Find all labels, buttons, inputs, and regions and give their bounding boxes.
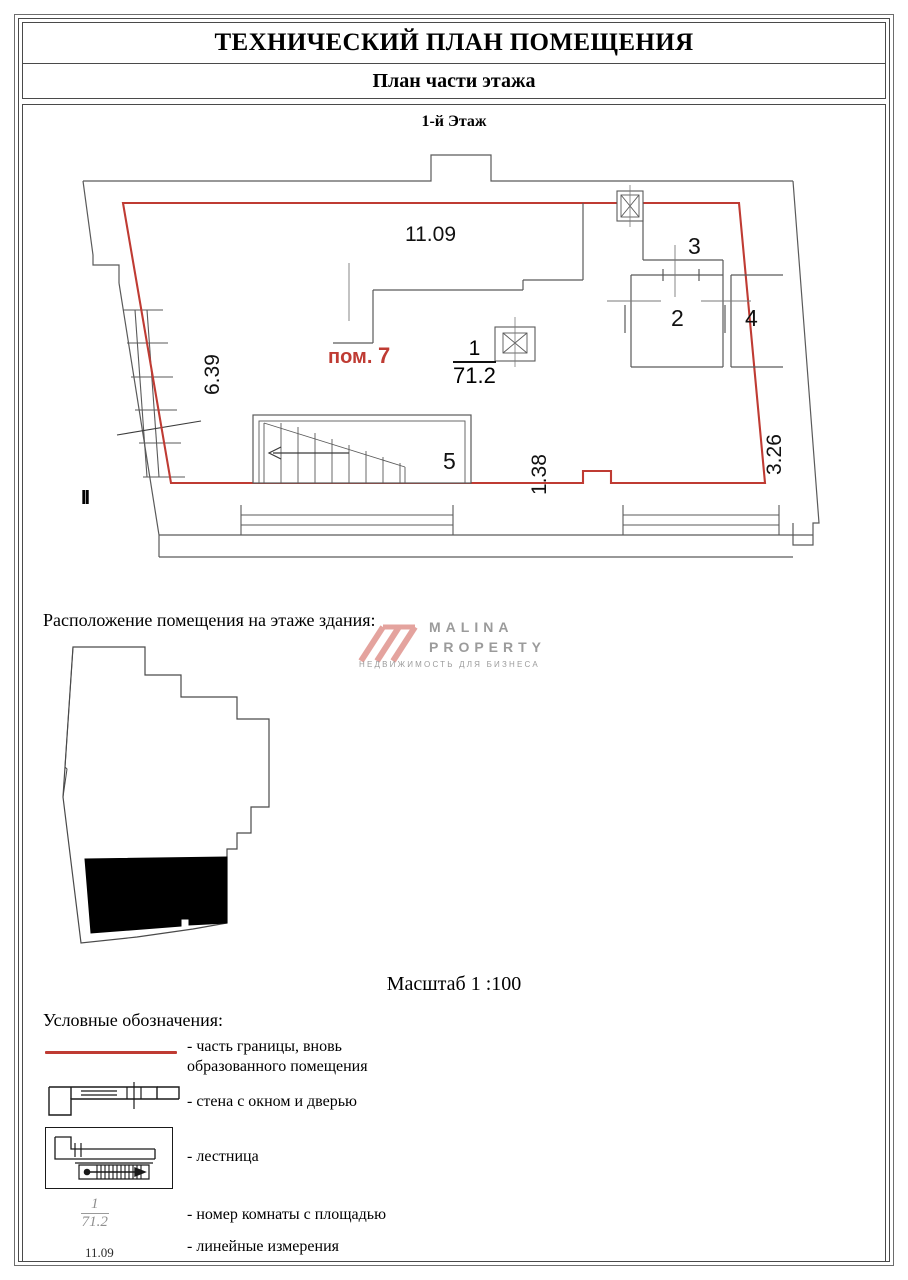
watermark-tagline: НЕДВИЖИМОСТЬ ДЛЯ БИЗНЕСА xyxy=(359,660,540,669)
legend-title: Условные обозначения: xyxy=(43,1010,224,1030)
dimension-top: 11.09 xyxy=(405,223,456,246)
page-title: ТЕХНИЧЕСКИЙ ПЛАН ПОМЕЩЕНИЯ xyxy=(22,22,886,64)
legend-symbol-staircase-box xyxy=(45,1127,173,1189)
legend-desc-room-number: - номер комнаты с площадью xyxy=(187,1206,387,1223)
drawing-panel: 1-й Этаж xyxy=(22,104,886,1262)
dimension-left: 6.39 xyxy=(201,354,224,395)
room-area-value: 71.2 xyxy=(453,363,496,389)
legend-symbol-room-fraction: 1 71.2 xyxy=(81,1197,109,1230)
room-label-4: 4 xyxy=(745,305,758,331)
legend-symbol-red-line xyxy=(45,1051,177,1054)
dimension-right: 3.26 xyxy=(763,434,786,475)
room-area-fraction: 1 71.2 xyxy=(453,337,496,389)
room-label-5: 5 xyxy=(443,448,456,474)
shaft-symbol-upper xyxy=(616,185,644,227)
scale-text: Масштаб 1 :100 xyxy=(386,973,522,995)
shaft-symbol-lower xyxy=(494,317,536,367)
floor-plan-drawing xyxy=(82,154,820,558)
building-location-diagram xyxy=(62,646,270,944)
legend-desc-measure: - линейные измерения xyxy=(187,1238,339,1255)
watermark-line-2: PROPERTY xyxy=(429,639,547,655)
interior-staircase xyxy=(252,414,472,484)
highlighted-premise-area xyxy=(84,856,228,934)
page-frame-outer xyxy=(14,14,894,1266)
watermark-mark-icon xyxy=(358,624,418,663)
legend-fraction-numerator: 1 xyxy=(81,1197,109,1214)
legend-symbol-staircase xyxy=(54,1136,156,1180)
page-subtitle: План части этажа xyxy=(22,63,886,99)
watermark-logo: MALINA PROPERTY НЕДВИЖИМОСТЬ ДЛЯ БИЗНЕСА xyxy=(353,613,588,675)
room-label-3: 3 xyxy=(688,233,701,259)
legend-desc-wall: - стена с окном и дверью xyxy=(187,1093,357,1110)
premise-number: 7 xyxy=(377,343,391,368)
axis-mark-II: II xyxy=(81,487,90,509)
page-title-text: ТЕХНИЧЕСКИЙ ПЛАН ПОМЕЩЕНИЯ xyxy=(214,29,694,56)
legend-desc-red-line: - часть границы, вновь образованного пом… xyxy=(187,1038,368,1075)
legend-desc-staircase: - лестница xyxy=(187,1148,259,1165)
floor-caption: 1-й Этаж xyxy=(421,113,487,130)
location-section-title: Расположение помещения на этаже здания: xyxy=(43,610,376,630)
room-number-value: 1 xyxy=(453,337,496,364)
page-subtitle-text: План части этажа xyxy=(372,69,536,92)
dimension-inner: 1.38 xyxy=(528,454,551,495)
premise-label: пом. 7 xyxy=(328,343,391,368)
legend-symbol-measure: 11.09 xyxy=(85,1245,114,1260)
legend-fraction-denominator: 71.2 xyxy=(81,1214,108,1230)
room-label-2: 2 xyxy=(671,305,684,331)
watermark-line-1: MALINA xyxy=(429,619,514,635)
legend-symbol-wall-window-door xyxy=(48,1082,180,1116)
